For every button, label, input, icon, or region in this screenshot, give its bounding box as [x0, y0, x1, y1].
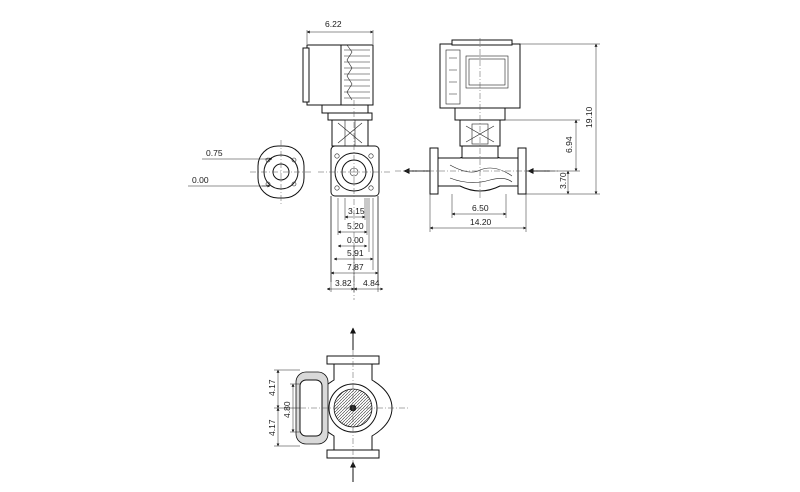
front-view: 6.22 3.15 5.20 0.00 5.91 7.87 3.82: [302, 19, 392, 300]
dim-5-91-label: 5.91: [347, 248, 364, 258]
top-dimensions: 4.17 4.17 4.80: [267, 369, 300, 447]
side-pump-body: [429, 145, 527, 195]
dim-6-94-label: 6.94: [564, 136, 574, 153]
dim-6-50-label: 6.50: [472, 203, 489, 213]
dim-4-84-label: 4.84: [363, 278, 380, 288]
front-bottom-dimensions: 3.15 5.20 0.00 5.91 7.87 3.82 4.84: [326, 196, 384, 292]
side-horizontal-dimensions: 6.50 14.20: [429, 194, 527, 232]
top-view: 4.17 4.17 4.80: [267, 327, 410, 482]
flange-detail: 0.75 0.00: [188, 140, 312, 204]
dim-5-20-label: 5.20: [347, 221, 364, 231]
dim-6-22: 6.22: [306, 19, 374, 44]
front-coupling: [327, 112, 373, 147]
dim-3-15-label: 3.15: [348, 206, 365, 216]
dim-4-17-lower-label: 4.17: [267, 419, 277, 436]
dim-4-80-label: 4.80: [282, 401, 292, 418]
dim-7-87-label: 7.87: [347, 262, 364, 272]
side-vertical-dimensions: 19.10 6.94 3.70: [505, 43, 600, 195]
dim-14-20-label: 14.20: [470, 217, 492, 227]
dim-3-82-label: 3.82: [335, 278, 352, 288]
dim-6-22-label: 6.22: [325, 19, 342, 29]
front-motor: [302, 44, 374, 114]
dim-0-75-label: 0.75: [206, 148, 223, 158]
dim-4-17-upper-label: 4.17: [267, 379, 277, 396]
dim-19-10-label: 19.10: [584, 106, 594, 128]
dim-0-00-front-label: 0.00: [347, 235, 364, 245]
dim-0-00-flange-label: 0.00: [192, 175, 209, 185]
dim-3-70-label: 3.70: [558, 172, 568, 189]
side-view: 19.10 6.94 3.70 6.50 14.20: [395, 38, 600, 232]
